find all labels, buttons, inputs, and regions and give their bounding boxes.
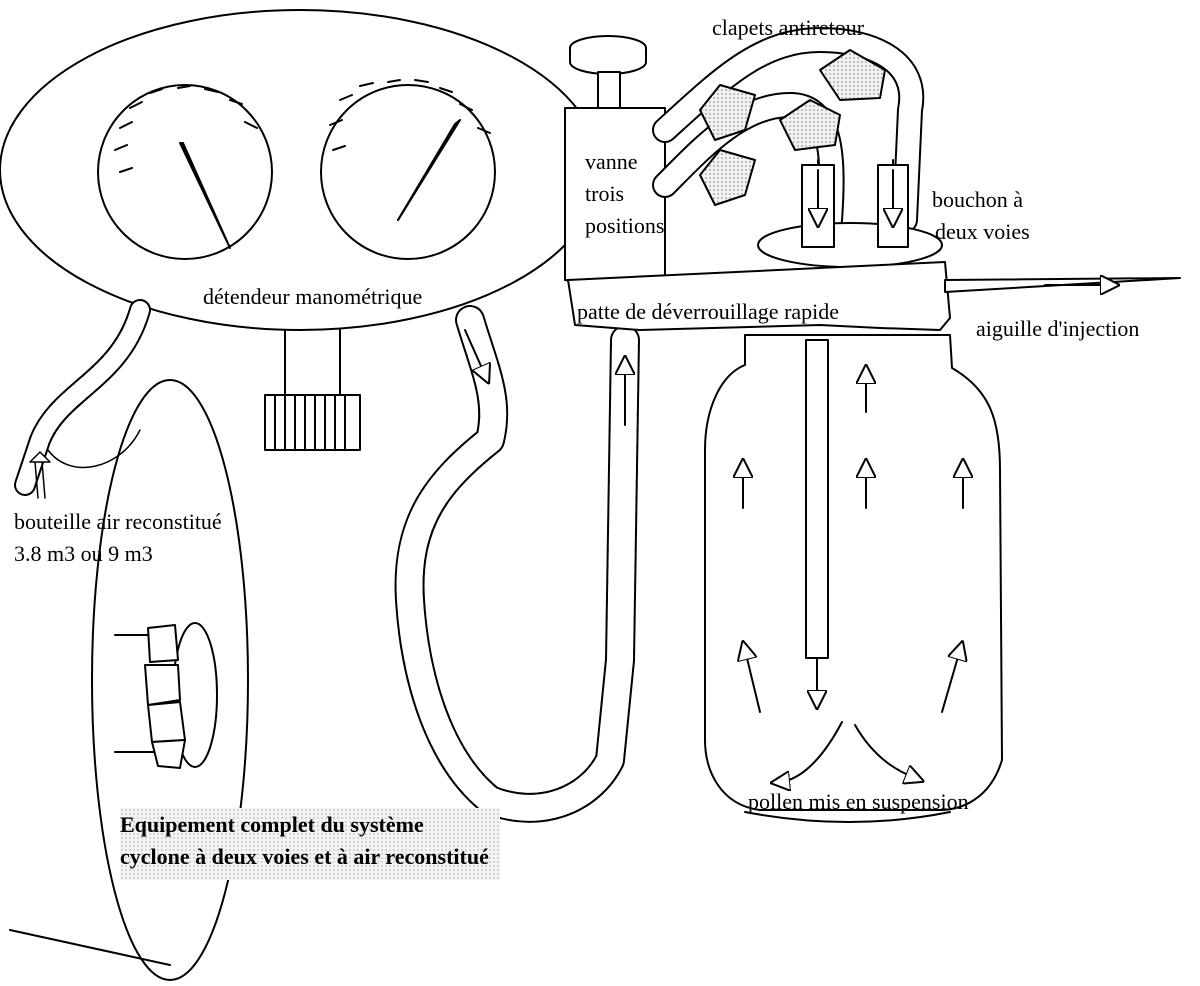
- check-valves: [665, 40, 911, 220]
- label-needle: aiguille d'injection: [976, 315, 1139, 342]
- hose-to-bottle: [25, 310, 140, 498]
- label-valve-line3: positions: [585, 212, 664, 239]
- hose-to-cyclone: [410, 320, 625, 808]
- regulator-body: [0, 10, 600, 330]
- label-stopper-line2: deux voies: [935, 218, 1030, 245]
- caption-line2: cyclone à deux voies et à air reconstitu…: [120, 844, 489, 870]
- label-stopper-line1: bouchon à: [932, 186, 1023, 213]
- air-bottle: [10, 380, 248, 980]
- label-bottle-line2: 3.8 m3 ou 9 m3: [14, 540, 153, 567]
- label-pollen: pollen mis en suspension: [748, 788, 969, 815]
- label-quick-release: patte de déverrouillage rapide: [577, 298, 839, 325]
- caption-line1: Equipement complet du système: [120, 812, 424, 838]
- injection-needle: [945, 278, 1180, 292]
- figure-caption: Equipement complet du système cyclone à …: [120, 808, 500, 880]
- label-check-valves: clapets antiretour: [712, 14, 864, 41]
- gauge-left: [98, 85, 272, 259]
- cyclone-jar: [705, 335, 1002, 822]
- label-regulator: détendeur manométrique: [203, 283, 422, 310]
- regulator-stem: [265, 330, 360, 450]
- label-bottle-line1: bouteille air reconstitué: [14, 508, 222, 535]
- label-valve-line1: vanne: [585, 148, 638, 175]
- label-valve-line2: trois: [585, 180, 624, 207]
